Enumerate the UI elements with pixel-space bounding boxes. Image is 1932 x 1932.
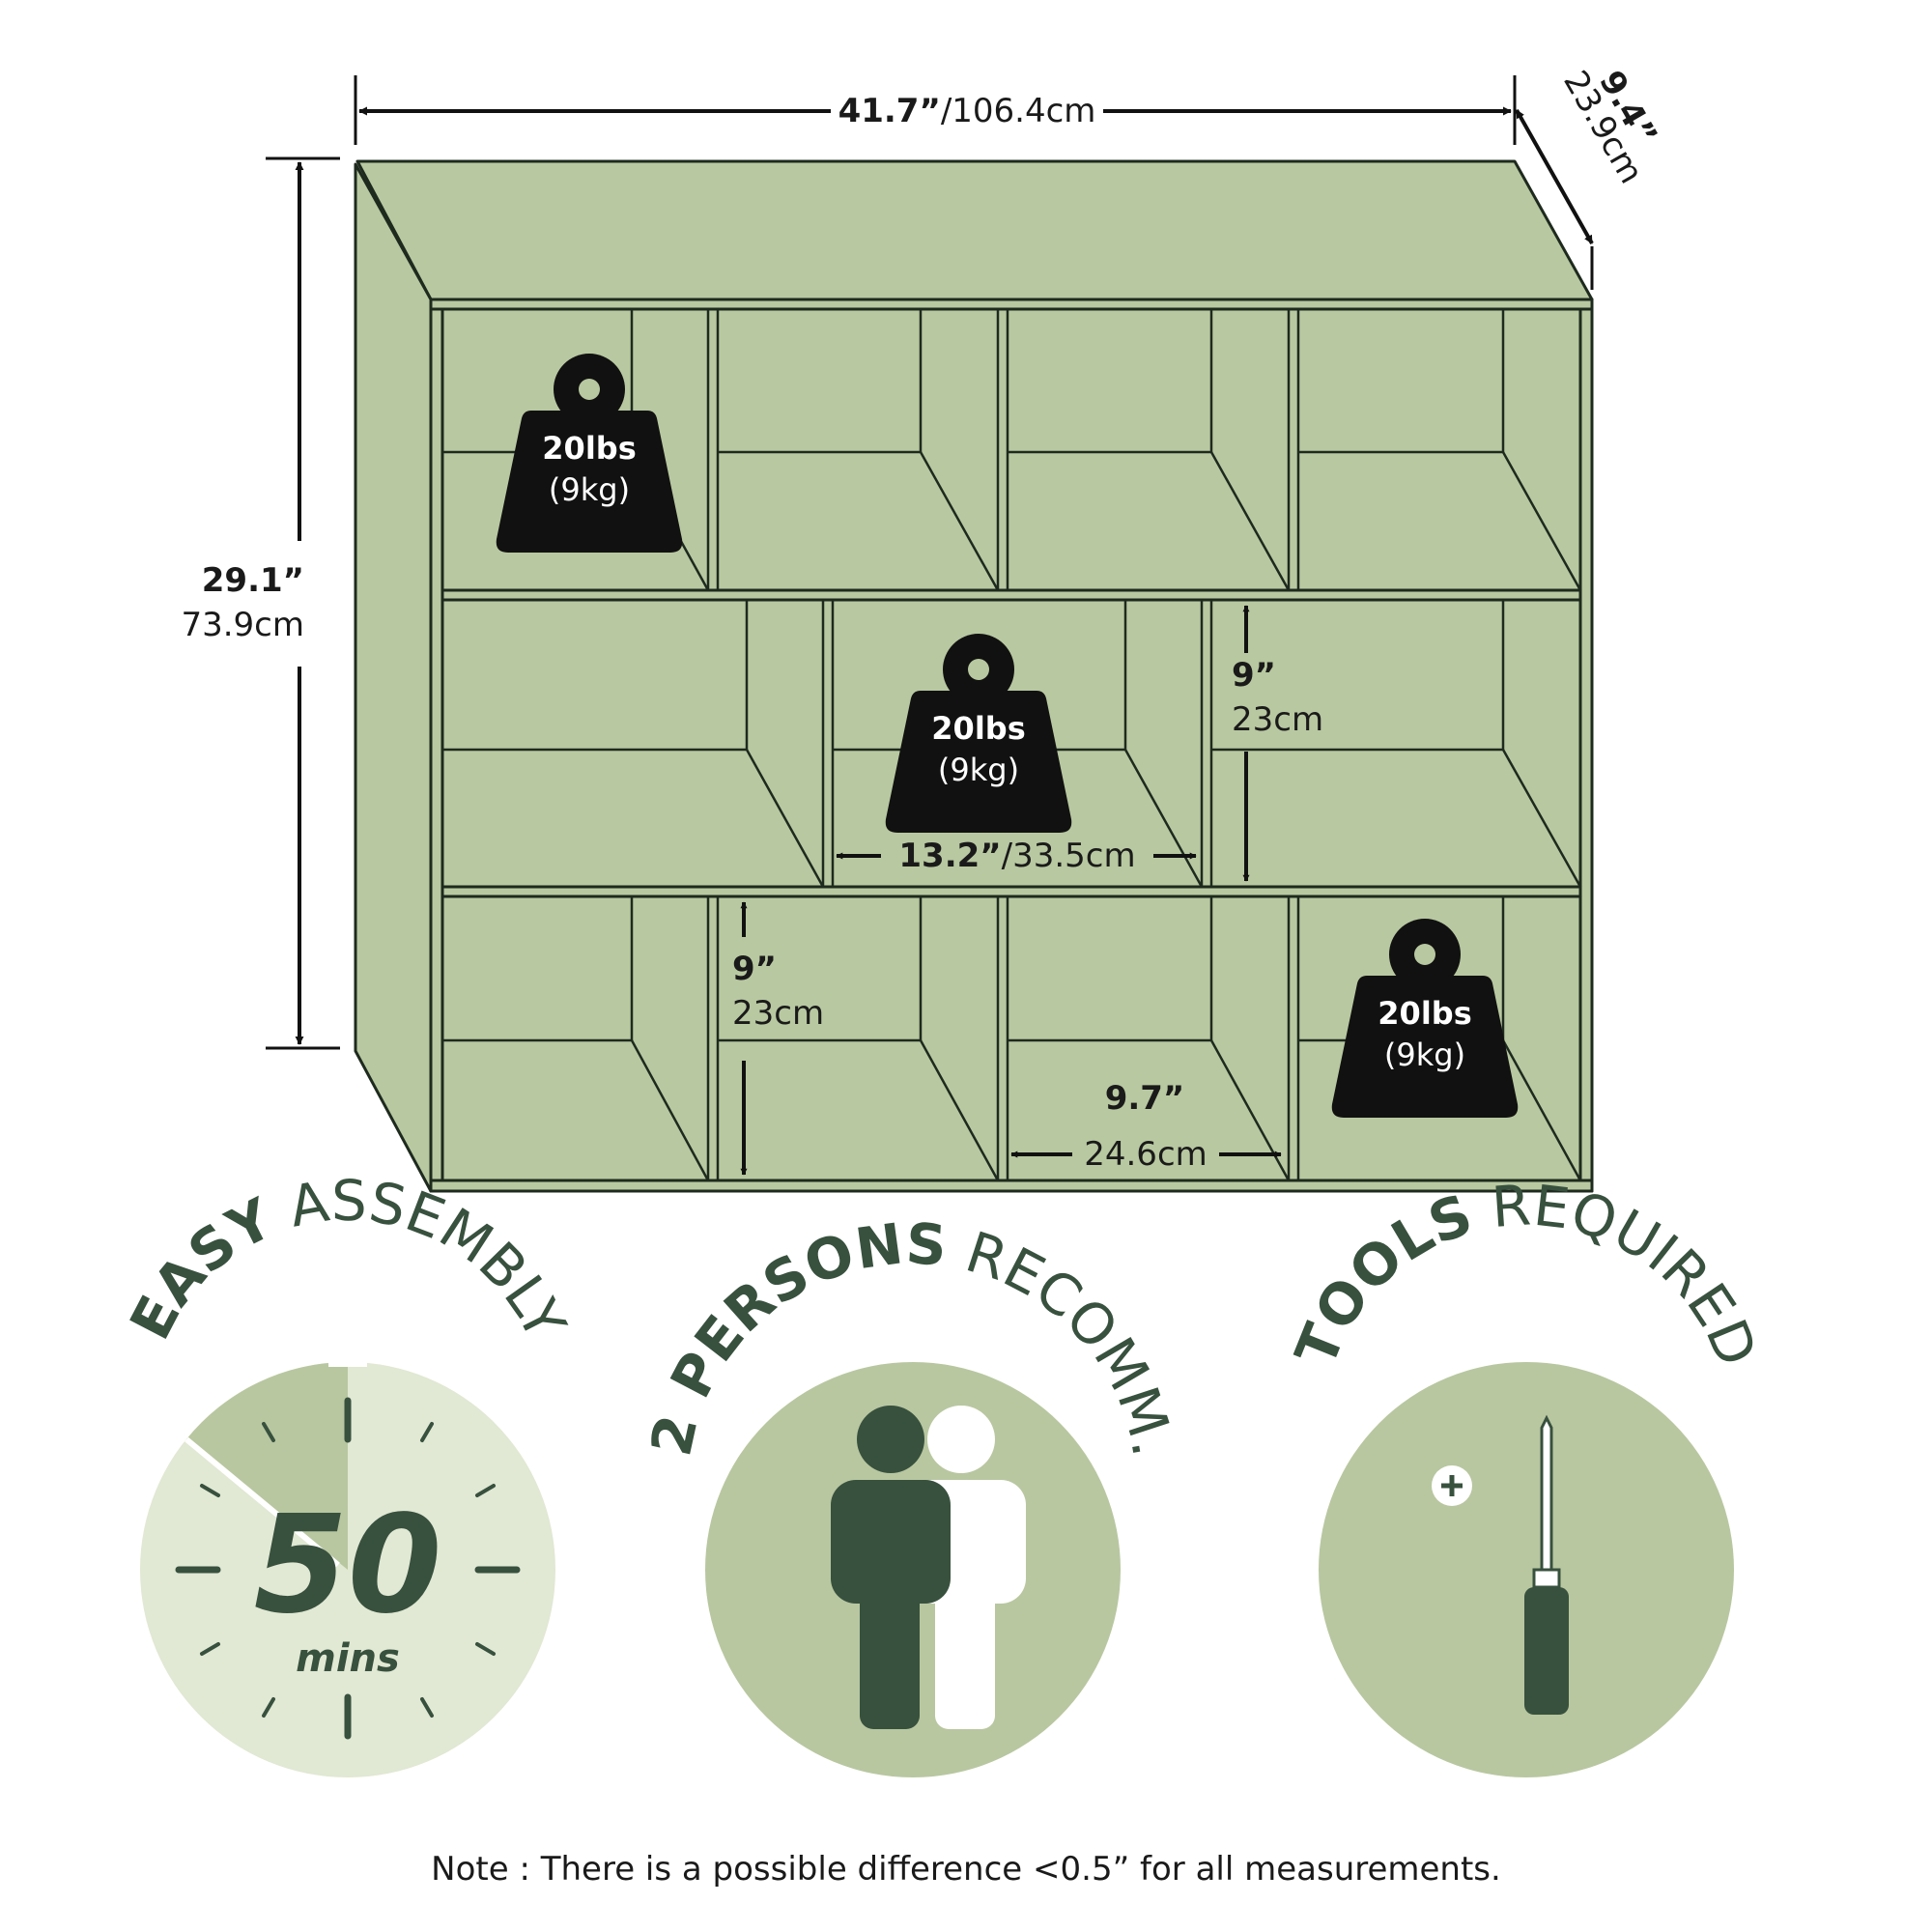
dimension-cubby-width: 13.2”/33.5cm <box>836 837 1197 875</box>
weight-icon: 20lbs (9kg) <box>1331 919 1519 1118</box>
svg-text:41.7”/106.4cm: 41.7”/106.4cm <box>838 92 1096 130</box>
weight-kg: (9kg) <box>549 471 630 508</box>
row-middle-cubbies <box>442 598 1582 889</box>
tools-regular-label: REQUIRED <box>1490 1172 1770 1375</box>
height-inches: 29.1” <box>202 561 304 600</box>
weight-lbs: 20lbs <box>1378 995 1471 1032</box>
svg-text:EASYASSEMBLY: EASYASSEMBLY <box>117 1168 579 1350</box>
measurement-note: Note : There is a possible difference <0… <box>431 1850 1501 1889</box>
assembly-bold-label: EASY <box>117 1185 283 1350</box>
weight-kg: (9kg) <box>938 752 1019 788</box>
shelf-left-side <box>354 162 433 1193</box>
height-cm: 73.9cm <box>181 606 304 644</box>
assembly-time: 50 <box>254 1487 442 1644</box>
weight-icon: 20lbs (9kg) <box>885 634 1072 833</box>
inner-height-right-cm: 23cm <box>1232 700 1323 739</box>
clock-icon <box>175 1397 521 1740</box>
inner-height-bottom-cm: 23cm <box>732 994 824 1033</box>
person-icon <box>831 1406 951 1729</box>
dimension-inner-height-bottom: 9” 23cm <box>732 901 824 1176</box>
width-inches: 41.7” <box>838 92 941 130</box>
cubby-width-cm: /33.5cm <box>1002 837 1136 875</box>
weight-lbs: 20lbs <box>931 710 1025 747</box>
weight-icon: 20lbs (9kg) <box>496 354 683 553</box>
row-top-cubbies <box>442 307 1582 592</box>
dimension-small-cubby-width: 9.7” 24.6cm <box>1010 1079 1282 1174</box>
shelf-top-face <box>355 159 1594 301</box>
assembly-unit: mins <box>296 1636 400 1681</box>
dimension-height: 29.1” 73.9cm <box>181 156 340 1050</box>
assembly-regular-label: ASSEMBLY <box>284 1168 579 1350</box>
dimension-width: 41.7”/106.4cm <box>354 75 1517 145</box>
row-bottom-cubbies <box>442 895 1582 1182</box>
small-cubby-width-cm: 24.6cm <box>1084 1135 1208 1174</box>
dimension-inner-height-middle: 9” 23cm <box>1232 605 1323 882</box>
screwdriver-icon <box>1524 1414 1569 1715</box>
weight-kg: (9kg) <box>1384 1037 1465 1073</box>
width-cm: /106.4cm <box>941 92 1096 130</box>
inner-height-bottom-inches: 9” <box>732 950 777 988</box>
svg-text:13.2”/33.5cm: 13.2”/33.5cm <box>898 837 1135 875</box>
badge-easy-assembly: 50 mins EASYASSEMBLY <box>117 1168 579 1777</box>
tools-bold-label: TOOLS <box>1283 1181 1481 1376</box>
plus-icon <box>1432 1465 1472 1506</box>
small-cubby-width-inches: 9.7” <box>1105 1079 1185 1118</box>
inner-height-right-inches: 9” <box>1232 656 1276 695</box>
weight-lbs: 20lbs <box>542 430 636 467</box>
clock-start-tick <box>185 1436 340 1568</box>
cubby-width-inches: 13.2” <box>898 837 1001 875</box>
